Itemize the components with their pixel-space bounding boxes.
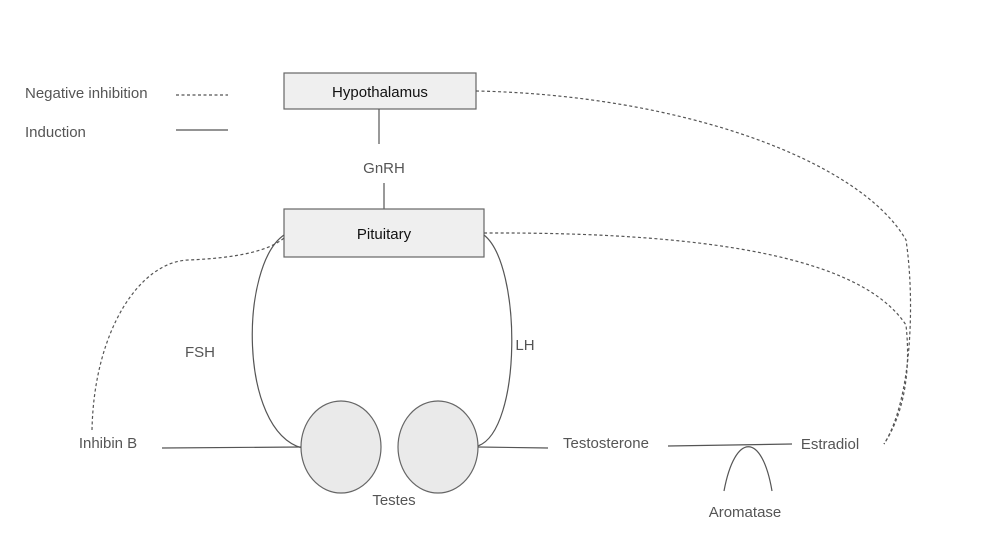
testosterone-label: Testosterone (563, 435, 649, 452)
lh-induction-line (477, 234, 513, 447)
inhibin-testes-line (161, 446, 302, 449)
pituitary-label: Pituitary (357, 226, 412, 243)
testosterone-estradiol-line (667, 443, 793, 447)
fsh-label: FSH (185, 344, 215, 361)
testes-label: Testes (372, 492, 415, 509)
aromatase-label: Aromatase (709, 504, 782, 521)
inhibin-feedback-line (91, 237, 285, 431)
hypothalamus-label: Hypothalamus (332, 84, 428, 101)
testis-left (300, 400, 382, 494)
fsh-induction-line (251, 234, 303, 449)
lh-label: LH (515, 337, 534, 354)
pituitary-box (283, 208, 485, 258)
estradiol-hypothalamus-feedback (475, 90, 912, 445)
estradiol-pituitary-feedback (483, 232, 909, 445)
testis-right (397, 400, 479, 494)
gnrh-label: GnRH (363, 160, 405, 177)
legend-negative-label: Negative inhibition (25, 85, 148, 102)
estradiol-label: Estradiol (801, 436, 859, 453)
testes-testosterone-line (477, 446, 549, 449)
inhibin-b-label: Inhibin B (79, 435, 137, 452)
legend-induction-label: Induction (25, 124, 86, 141)
aromatase-arc (723, 446, 773, 492)
